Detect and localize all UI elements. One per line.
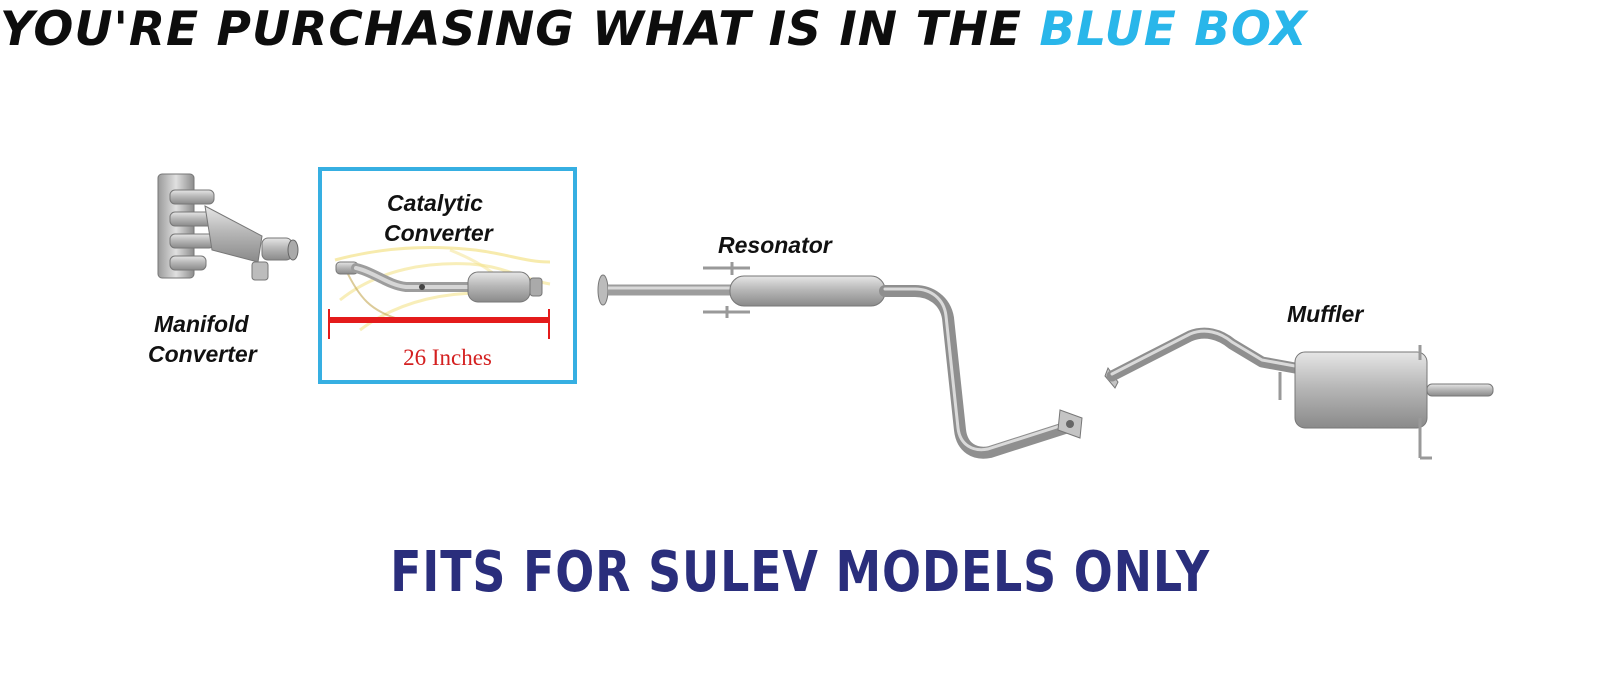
catalytic-label-line1: Catalytic [387,190,483,216]
resonator-image [597,262,1083,459]
footer-notice: FITS FOR SULEV MODELS ONLY [390,540,1210,605]
headline-accent: BLUE BOX [1039,2,1308,57]
muffler-image [1104,327,1494,460]
catalytic-label-line2: Converter [384,220,493,246]
muffler-label: Muffler [1287,301,1364,327]
manifold-label-line1: Manifold [154,311,249,337]
measurement-label: 26 Inches [403,345,492,370]
headline: YOU'RE PURCHASING WHAT IS IN THE BLUE BO… [0,2,1600,58]
manifold-converter-image [157,173,299,281]
manifold-label: Manifold Converter [148,309,257,369]
headline-prefix: YOU'RE PURCHASING WHAT IS IN THE [0,2,1023,57]
catalytic-converter-image [334,246,551,332]
blue-box-highlight [318,167,577,384]
manifold-label-line2: Converter [148,341,257,367]
measurement-bar [328,309,550,339]
resonator-label: Resonator [718,232,832,258]
catalytic-label: Catalytic Converter [384,188,493,248]
